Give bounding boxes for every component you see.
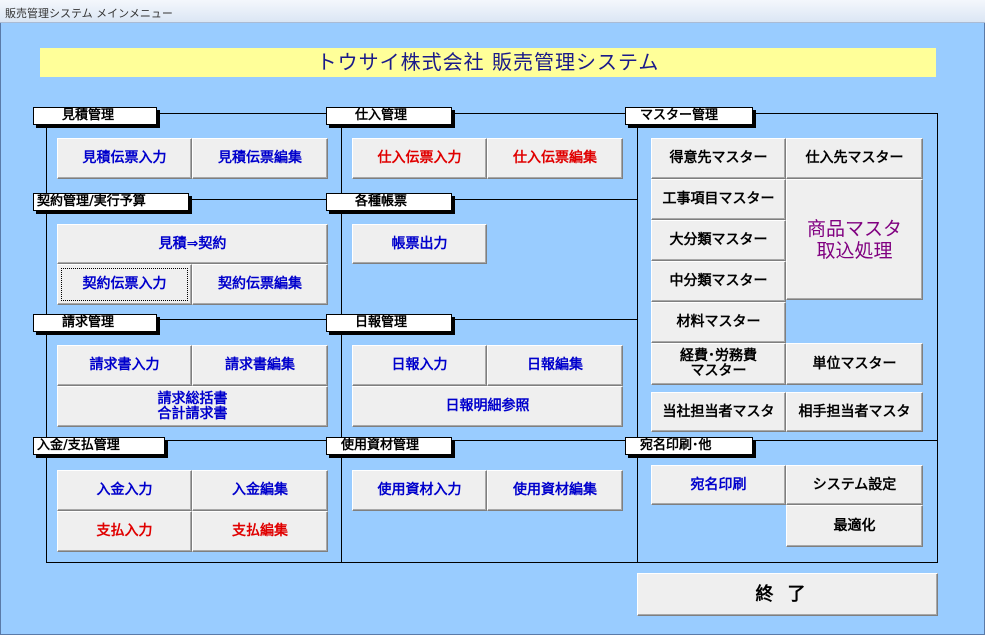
product-import-label-2: 取込処理 — [816, 239, 893, 262]
invoice-summary-label-1: 請求総括書 — [157, 390, 228, 407]
daily-edit-button[interactable]: 日報編集 — [487, 345, 623, 386]
major-class-master-button[interactable]: 大分類マスター — [651, 220, 786, 261]
deposit-edit-button[interactable]: 入金編集 — [192, 470, 328, 511]
payment-entry-button[interactable]: 支払入力 — [57, 511, 192, 552]
section-purchase: 仕入管理 — [326, 107, 452, 125]
section-estimate: 見積管理 — [33, 107, 157, 125]
expense-master-button[interactable]: 経費･労務費 マスター — [651, 343, 786, 385]
section-materials: 使用資材管理 — [326, 437, 452, 455]
daily-detail-button[interactable]: 日報明細参照 — [352, 386, 623, 427]
daily-entry-button[interactable]: 日報入力 — [352, 345, 487, 386]
divider — [46, 562, 938, 563]
banner-title: トウサイ株式会社 販売管理システム — [40, 48, 936, 77]
product-import-label-1: 商品マスタ — [806, 217, 902, 240]
middle-class-master-button[interactable]: 中分類マスター — [651, 261, 786, 302]
system-settings-button[interactable]: システム設定 — [786, 465, 923, 505]
expense-master-label-1: 経費･労務費 — [680, 348, 757, 364]
section-contract: 契約管理/実行予算 — [33, 193, 189, 211]
purchase-edit-button[interactable]: 仕入伝票編集 — [487, 138, 623, 179]
report-output-button[interactable]: 帳票出力 — [352, 224, 487, 264]
material-entry-button[interactable]: 使用資材入力 — [352, 470, 487, 511]
section-reports: 各種帳票 — [326, 193, 452, 211]
unit-master-button[interactable]: 単位マスター — [786, 343, 923, 385]
window-title: 販売管理システム メインメニュー — [5, 7, 173, 20]
invoice-edit-button[interactable]: 請求書編集 — [192, 345, 328, 386]
estimate-to-contract-button[interactable]: 見積⇒契約 — [57, 224, 328, 264]
material-edit-button[interactable]: 使用資材編集 — [487, 470, 623, 511]
section-daily: 日報管理 — [326, 314, 452, 332]
contract-edit-button[interactable]: 契約伝票編集 — [192, 264, 328, 305]
divider — [46, 113, 47, 563]
expense-master-label-2: マスター — [690, 363, 747, 379]
partner-staff-master-button[interactable]: 相手担当者マスタ — [786, 392, 923, 432]
address-print-button[interactable]: 宛名印刷 — [651, 465, 786, 505]
invoice-entry-button[interactable]: 請求書入力 — [57, 345, 192, 386]
invoice-summary-button[interactable]: 請求総括書 合計請求書 — [57, 386, 328, 427]
estimate-entry-button[interactable]: 見積伝票入力 — [57, 138, 192, 179]
estimate-edit-button[interactable]: 見積伝票編集 — [192, 138, 328, 179]
exit-button[interactable]: 終了 — [637, 573, 938, 616]
section-address: 宛名印刷･他 — [625, 437, 753, 455]
divider — [637, 113, 638, 563]
section-master: マスター管理 — [625, 107, 753, 125]
payment-edit-button[interactable]: 支払編集 — [192, 511, 328, 552]
divider — [341, 113, 342, 563]
divider — [46, 113, 938, 114]
section-payment: 入金/支払管理 — [33, 437, 165, 455]
deposit-entry-button[interactable]: 入金入力 — [57, 470, 192, 511]
product-master-import-button[interactable]: 商品マスタ 取込処理 — [786, 179, 923, 300]
material-master-button[interactable]: 材料マスター — [651, 302, 786, 343]
section-billing: 請求管理 — [33, 314, 157, 332]
title-bar: 販売管理システム メインメニュー — [0, 0, 985, 23]
invoice-summary-label-2: 合計請求書 — [157, 405, 228, 422]
divider — [46, 440, 938, 441]
own-staff-master-button[interactable]: 当社担当者マスタ — [651, 392, 786, 432]
contract-entry-button[interactable]: 契約伝票入力 — [57, 264, 192, 305]
optimize-button[interactable]: 最適化 — [786, 505, 923, 547]
work-item-master-button[interactable]: 工事項目マスター — [651, 179, 786, 220]
divider — [937, 113, 938, 563]
customer-master-button[interactable]: 得意先マスター — [651, 138, 786, 179]
supplier-master-button[interactable]: 仕入先マスター — [786, 138, 923, 179]
purchase-entry-button[interactable]: 仕入伝票入力 — [352, 138, 487, 179]
